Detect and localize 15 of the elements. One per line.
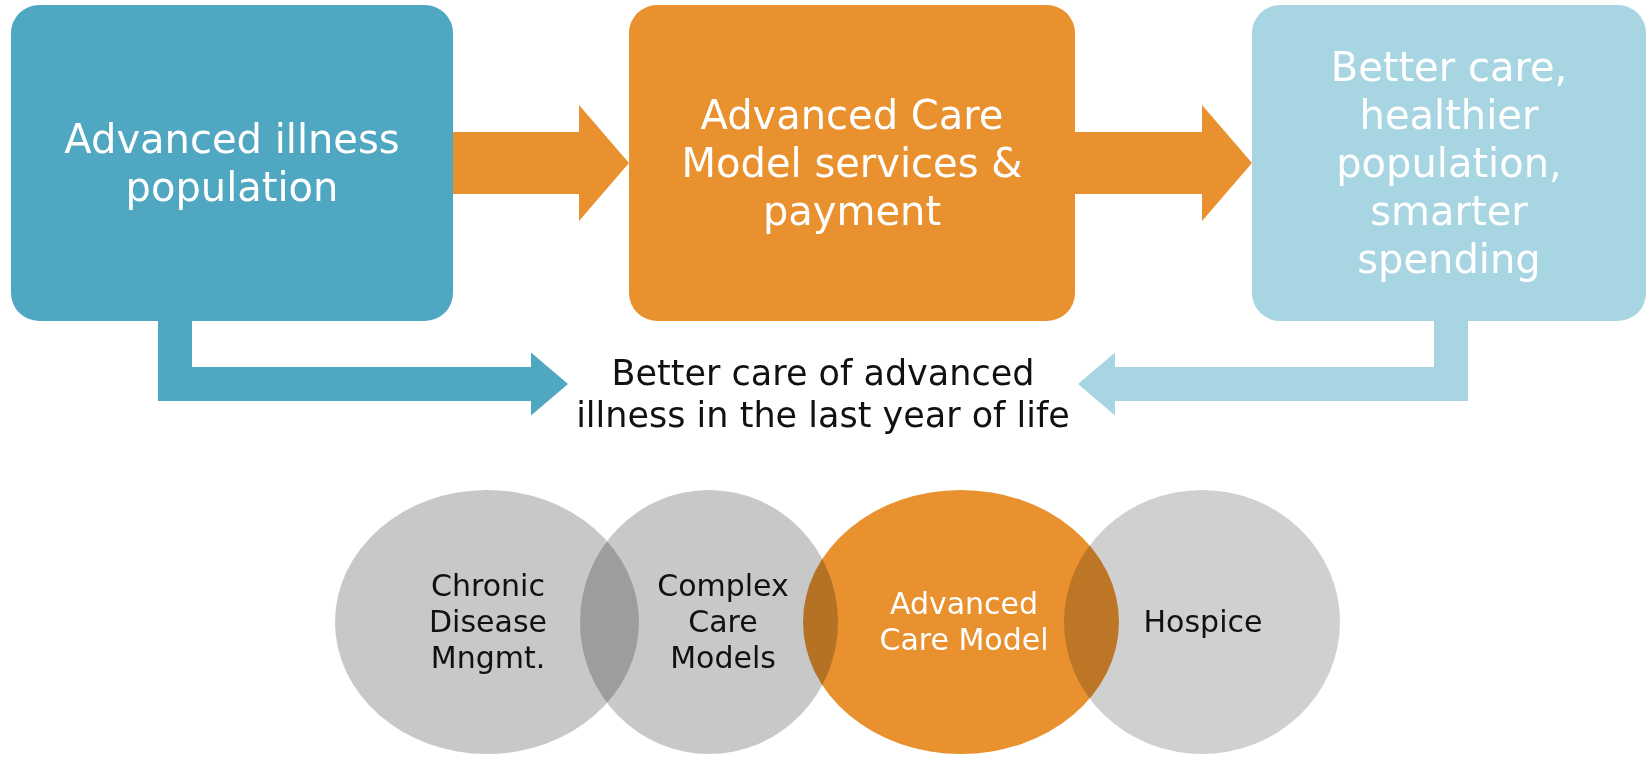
node-label: Complex Care Models (656, 568, 790, 676)
node-label: Better care, healthier population, smarter spending (1329, 43, 1569, 283)
block-arrow (1075, 105, 1252, 221)
node-label: Advanced illness population (63, 115, 401, 211)
block-arrow (1078, 321, 1468, 416)
node-label: Hospice (1143, 604, 1263, 640)
block-arrow (158, 321, 568, 416)
process-box (1252, 5, 1646, 321)
result-text: Better care of advanced illness in the last year of life (575, 352, 1071, 436)
process-box (629, 5, 1075, 321)
circle (1064, 490, 1340, 754)
process-box (11, 5, 453, 321)
node-label: Advanced Care Model services & payment (680, 91, 1024, 235)
node-label: Chronic Disease Mngmt. (428, 568, 548, 676)
node-label: Advanced Care Model (879, 586, 1049, 658)
